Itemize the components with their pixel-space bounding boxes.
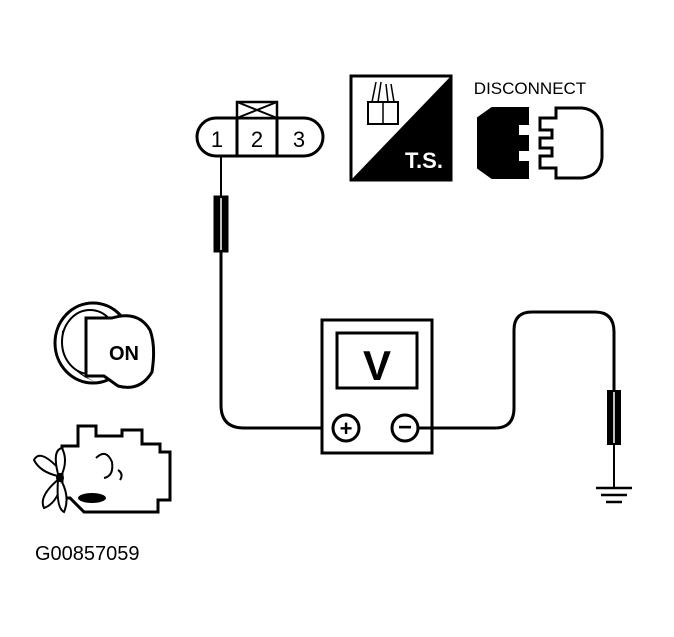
positive-terminal [331, 413, 361, 443]
voltmeter: V + − [320, 318, 434, 455]
ignition-key-icon: ON [53, 301, 156, 389]
ignition-on-label: ON [109, 343, 139, 365]
connector-pin-3: 3 [293, 127, 305, 152]
disconnect-label: DISCONNECT [474, 79, 586, 98]
connector-icon [367, 81, 399, 125]
negative-terminal-label: − [398, 414, 412, 441]
negative-probe-lead [418, 310, 621, 487]
engine-icon [32, 424, 172, 514]
connector-pin-2: 2 [251, 127, 263, 152]
positive-terminal-label: + [340, 416, 353, 441]
disconnect-connector-icon [477, 106, 604, 180]
ts-badge-icon: T.S. [349, 74, 453, 182]
ts-badge-label: T.S. [405, 148, 443, 173]
positive-probe-lead [213, 155, 332, 430]
harness-connector: 1 2 3 [195, 100, 325, 158]
figure-id: G00857059 [35, 543, 140, 565]
fan-icon [32, 446, 68, 514]
connector-pin-1: 1 [211, 127, 223, 152]
voltmeter-symbol: V [363, 342, 391, 389]
ground-icon [596, 486, 632, 504]
